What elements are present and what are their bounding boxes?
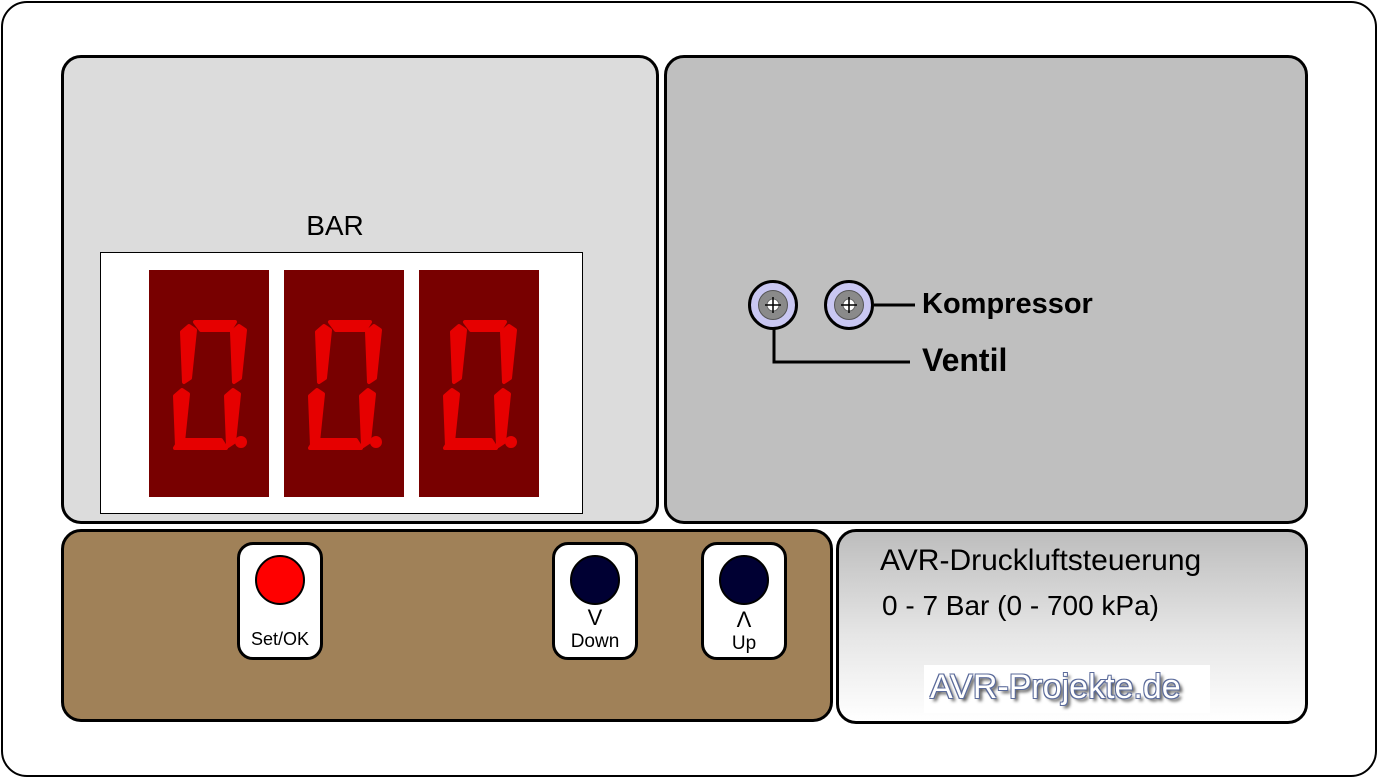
segment-c (224, 388, 241, 448)
segment-f (180, 324, 197, 384)
digit-segments (443, 320, 517, 450)
segment-f (315, 324, 332, 384)
segment-a (193, 320, 237, 332)
kompressor-label: Kompressor (922, 288, 1093, 320)
segment-a (463, 320, 507, 332)
decimal-point (505, 436, 517, 448)
up-label: Up (731, 633, 757, 654)
digit-segments (308, 320, 382, 450)
seven-segment-digit-2 (284, 270, 404, 497)
decimal-point (370, 436, 382, 448)
led-wires (772, 303, 915, 364)
seven-segment-digit-1 (149, 270, 269, 497)
unit-label: BAR (306, 210, 364, 241)
down-arrow-icon: V (587, 605, 603, 630)
down-button-cap (570, 555, 620, 605)
down-label: Down (570, 631, 620, 652)
kompressor-led (824, 280, 874, 330)
segment-e (173, 388, 190, 448)
ventil-label: Ventil (922, 342, 1008, 378)
crosshair-icon (758, 290, 788, 320)
site-logo-box (924, 665, 1210, 713)
segment-f (450, 324, 467, 384)
segment-a (328, 320, 372, 332)
ventil-led (748, 280, 798, 330)
pressure-range: 0 - 7 Bar (0 - 700 kPa) (882, 590, 1160, 621)
down-button[interactable]: V Down (552, 542, 638, 660)
site-logo: AVR-Projekte.de (930, 668, 1181, 706)
crosshair-icon (834, 290, 864, 320)
segment-c (494, 388, 511, 448)
up-button[interactable]: Λ Up (701, 542, 787, 660)
set-ok-button[interactable]: Set/OK (237, 542, 323, 660)
up-button-cap (719, 555, 769, 605)
segment-e (308, 388, 325, 448)
seven-segment-digit-3 (419, 270, 539, 497)
segment-e (443, 388, 460, 448)
set-ok-label: Set/OK (250, 629, 310, 649)
segment-b (230, 324, 247, 384)
segment-b (365, 324, 382, 384)
set-ok-button-cap (255, 555, 305, 605)
up-arrow-icon: Λ (736, 607, 752, 632)
device-title: AVR-Druckluftsteuerung (880, 544, 1202, 577)
decimal-point (235, 436, 247, 448)
segment-c (359, 388, 376, 448)
segment-b (500, 324, 517, 384)
digit-segments (173, 320, 247, 450)
